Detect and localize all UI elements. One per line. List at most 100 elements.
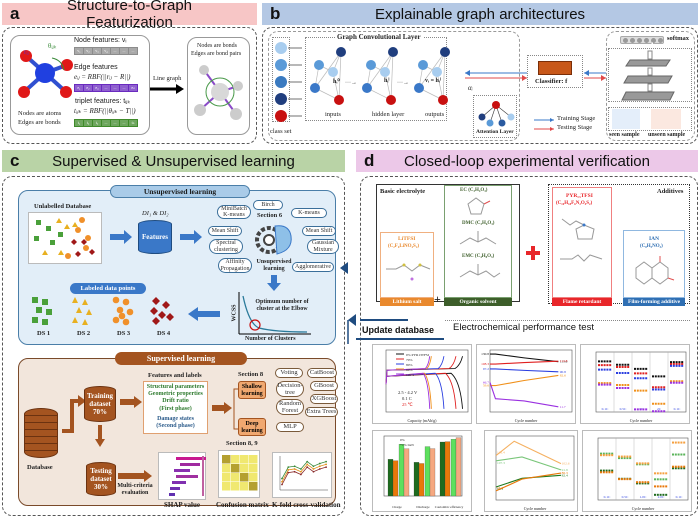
gcl-edge	[390, 51, 394, 101]
features-labels-box: Structural parameters Geometric properti…	[143, 381, 208, 434]
edge-formula: eᵢⱼ = RBF(||rᵢⱼ − R||)	[74, 73, 131, 81]
legend-test-line	[534, 127, 554, 131]
rate-point	[616, 363, 618, 366]
shap-bar	[172, 481, 186, 484]
rate-point	[608, 452, 611, 455]
rate-point	[647, 481, 650, 484]
inputs-label: inputs	[325, 111, 341, 118]
plus-red-icon	[526, 246, 540, 260]
rate-point	[634, 372, 636, 375]
rate-point	[624, 363, 627, 366]
gcl-node	[334, 95, 344, 105]
cm-cell	[231, 464, 240, 473]
rate-point	[618, 384, 621, 386]
rate-point	[598, 364, 600, 367]
shap-plot	[169, 456, 206, 496]
ds2-triangle	[72, 317, 78, 323]
rate-point	[683, 465, 686, 468]
rate-point	[626, 478, 629, 481]
algo-agglomerative: Agglomerative	[292, 262, 334, 272]
rate-point	[605, 469, 608, 472]
rate-point	[678, 363, 681, 365]
start-value: 108.3	[481, 362, 489, 366]
atoms-caption-2: Edges are bonds	[18, 119, 61, 126]
bar	[424, 446, 431, 497]
bar	[439, 441, 446, 497]
rate-point	[634, 367, 636, 370]
kfold-point	[312, 470, 315, 473]
rate-point	[606, 364, 609, 367]
rate-point	[672, 381, 675, 384]
line-caption-1: Nodes are bonds	[197, 43, 237, 49]
kfold-point	[306, 460, 309, 463]
line-graph-label: Line graph	[153, 75, 182, 82]
rate-point	[641, 462, 644, 465]
rate-point	[680, 441, 683, 444]
rate-point	[683, 441, 686, 444]
shap-bar	[170, 487, 180, 490]
hl-label: hᵢˡ	[384, 78, 390, 84]
deep-learning-box: Deep learning	[238, 418, 266, 436]
algo-birch: Birch	[253, 200, 283, 210]
rate-point	[636, 377, 639, 380]
dmc-label: DMC (C₃H₆O₃)	[462, 221, 495, 226]
pyr-box	[552, 187, 612, 298]
rate-label: 0.1C	[674, 407, 681, 411]
rate-point	[642, 389, 645, 392]
rate-point	[657, 402, 660, 405]
rate-point	[681, 381, 684, 384]
organic-solvent-tag: Organic solvent	[444, 298, 512, 306]
rate-point	[598, 382, 600, 385]
x-axis-label: Cycle number	[630, 418, 653, 423]
algo-meanshift-right: Mean Shift	[302, 226, 336, 236]
line-graph-arrow-icon	[150, 84, 184, 94]
bar	[413, 462, 420, 497]
kfold-line	[281, 466, 327, 485]
unseen-sample-icon	[651, 109, 681, 129]
rate-label: 0.1C	[602, 407, 609, 411]
rate-point	[618, 387, 621, 389]
classifier-box	[527, 55, 583, 88]
testing-cylinder: Testing dataset 30%	[86, 462, 116, 496]
ds4-label: DS 4	[157, 330, 171, 337]
bar	[429, 448, 436, 497]
rate-point	[656, 485, 659, 488]
gcl-node	[310, 83, 320, 93]
rate-point	[665, 478, 668, 481]
litfsi-box	[380, 232, 434, 298]
rate-point	[600, 471, 602, 474]
brain-gear-icon	[255, 225, 292, 255]
shap-bar	[169, 493, 175, 496]
model-random-forest: Random Forest	[276, 399, 304, 415]
rate-point	[680, 467, 683, 470]
kfold-point	[281, 477, 283, 480]
out-label: vᵢ = hᵢˡ	[425, 78, 441, 84]
rate-point	[608, 454, 611, 457]
section-6-label: Section 6	[257, 212, 283, 219]
rate-point	[627, 363, 630, 366]
group-label: Coulombic efficiency	[435, 505, 464, 509]
rate-point	[618, 478, 620, 481]
rate-point	[662, 472, 665, 475]
rate-point	[642, 377, 645, 380]
rate-point	[654, 388, 657, 391]
kfold-point	[306, 466, 309, 469]
ds3-circle	[122, 298, 130, 306]
cm-cell	[222, 464, 231, 473]
rate-point	[639, 408, 642, 411]
rate-point	[618, 363, 621, 366]
data-square	[34, 236, 39, 241]
ec-label: EC (C₃H₄O₃)	[460, 188, 488, 193]
rate-point	[663, 386, 666, 389]
kfold-line	[281, 463, 327, 482]
rate-point	[659, 472, 662, 475]
bar	[450, 439, 457, 497]
bar	[392, 460, 399, 497]
flow-arrows-left	[465, 70, 527, 81]
legend-label: +1% IAN	[400, 443, 414, 447]
database-cylinder	[24, 408, 58, 458]
ds4-diamond	[150, 307, 158, 315]
rate-point	[670, 381, 672, 384]
rate-point	[624, 372, 627, 374]
